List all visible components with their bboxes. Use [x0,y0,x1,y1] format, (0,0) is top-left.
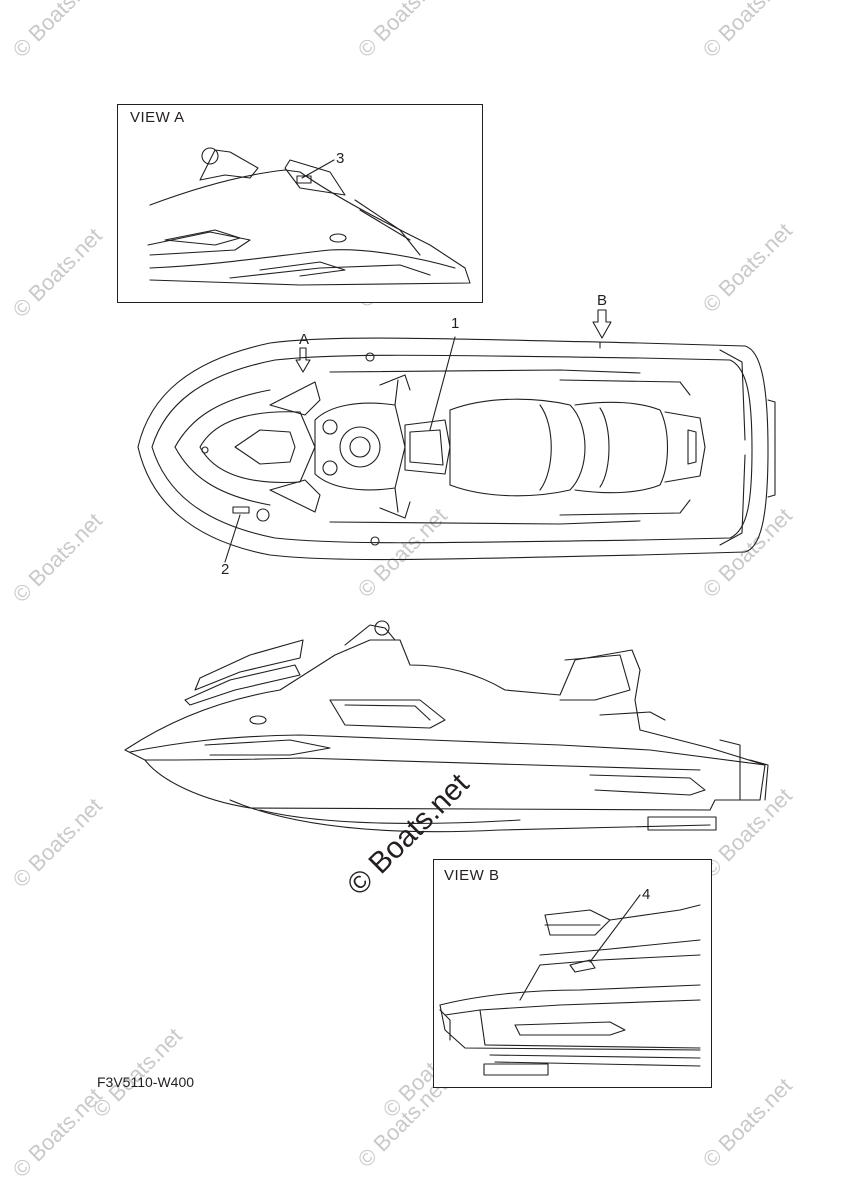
view-b-arrow-label: B [597,292,608,309]
diagram-code: F3V5110-W400 [97,1074,195,1090]
callout-3: 3 [336,150,345,167]
callout-2: 2 [221,561,230,578]
view-b-sketch [439,894,701,1076]
down-arrow-icon [295,347,311,373]
down-arrow-icon [592,309,612,339]
view-a-title: VIEW A [130,109,185,126]
view-a-sketch [147,147,471,286]
view-b-title: VIEW B [444,867,500,884]
callout-1: 1 [451,315,460,332]
callout-4: 4 [642,886,651,903]
side-view-sketch [124,620,769,833]
top-view-sketch [137,309,776,563]
